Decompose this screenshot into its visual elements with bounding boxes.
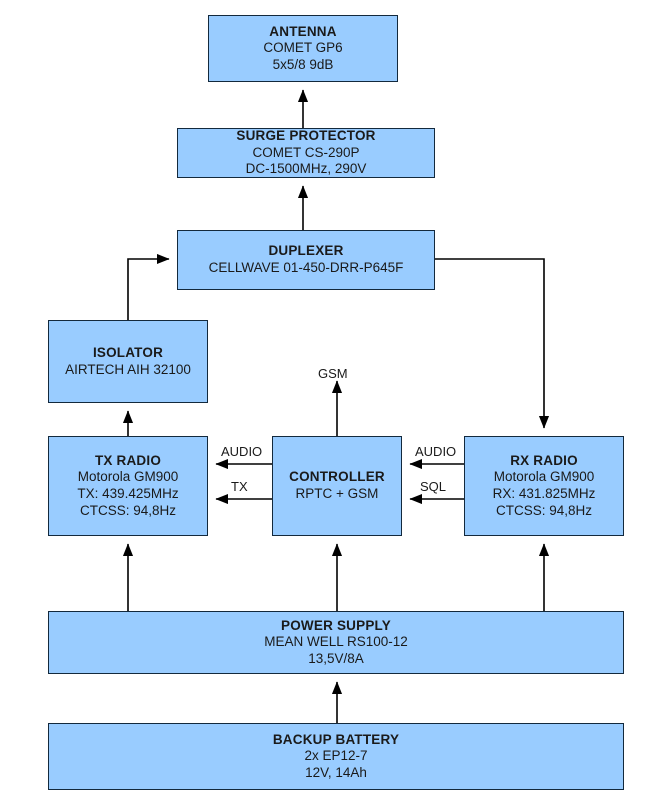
- node-tx-radio[interactable]: TX RADIO Motorola GM900 TX: 439.425MHz C…: [48, 436, 208, 536]
- edge-isolator-to-duplexer: [127, 253, 170, 320]
- node-rx-radio-line3: RX: 431.825MHz: [492, 486, 596, 501]
- node-backup-battery[interactable]: BACKUP BATTERY 2x EP12-7 12V, 14Ah: [48, 723, 624, 790]
- node-isolator-line2: AIRTECH AIH 32100: [65, 361, 191, 377]
- node-rx-radio-line4: CTCSS: 94,8Hz: [495, 502, 593, 518]
- node-tx-radio-line4: CTCSS: 94,8Hz: [79, 502, 177, 518]
- node-tx-radio-line2: Motorola GM900: [77, 469, 179, 485]
- node-isolator[interactable]: ISOLATOR AIRTECH AIH 32100: [48, 320, 208, 403]
- edge-label-tx: TX: [231, 479, 248, 494]
- node-controller-title: CONTROLLER: [289, 469, 385, 485]
- node-backup-battery-title: BACKUP BATTERY: [272, 731, 400, 747]
- node-rx-radio-title: RX RADIO: [510, 452, 578, 468]
- node-power-supply[interactable]: POWER SUPPLY MEAN WELL RS100-12 13,5V/8A: [48, 611, 624, 674]
- edge-label-audio-rx: AUDIO: [415, 444, 457, 459]
- node-duplexer-title: DUPLEXER: [268, 243, 344, 259]
- node-tx-radio-title: TX RADIO: [94, 452, 162, 468]
- node-power-supply-line2: MEAN WELL RS100-12: [264, 634, 408, 650]
- node-backup-battery-line2: 2x EP12-7: [304, 748, 368, 764]
- node-power-supply-line3: 13,5V/8A: [308, 650, 364, 666]
- node-surge-protector-line2: COMET CS-290P: [252, 144, 360, 160]
- edge-label-audio-tx: AUDIO: [221, 444, 263, 459]
- node-surge-protector-line3: DC-1500MHz, 290V: [245, 161, 367, 177]
- node-surge-protector[interactable]: SURGE PROTECTOR COMET CS-290P DC-1500MHz…: [177, 128, 435, 178]
- node-tx-radio-line3: TX: 439.425MHz: [77, 486, 179, 501]
- edge-label-gsm: GSM: [318, 366, 348, 381]
- node-antenna-title: ANTENNA: [269, 23, 337, 39]
- node-rx-radio[interactable]: RX RADIO Motorola GM900 RX: 431.825MHz C…: [464, 436, 624, 536]
- node-controller[interactable]: CONTROLLER RPTC + GSM: [272, 436, 402, 536]
- node-isolator-title: ISOLATOR: [92, 344, 164, 360]
- node-duplexer-line2: CELLWAVE 01-450-DRR-P645F: [208, 260, 404, 275]
- node-antenna-line2: COMET GP6: [263, 40, 343, 56]
- node-controller-line2: RPTC + GSM: [295, 486, 379, 501]
- node-power-supply-title: POWER SUPPLY: [281, 617, 391, 633]
- node-antenna-line3: 5x5/8 9dB: [272, 56, 334, 72]
- edge-label-sql: SQL: [420, 479, 447, 494]
- node-backup-battery-line3: 12V, 14Ah: [305, 764, 367, 780]
- node-rx-radio-line2: Motorola GM900: [493, 469, 595, 485]
- edge-duplexer-to-rx: [435, 258, 550, 429]
- node-antenna[interactable]: ANTENNA COMET GP6 5x5/8 9dB: [208, 15, 398, 82]
- node-duplexer[interactable]: DUPLEXER CELLWAVE 01-450-DRR-P645F: [177, 230, 435, 290]
- node-surge-protector-title: SURGE PROTECTOR: [236, 128, 376, 144]
